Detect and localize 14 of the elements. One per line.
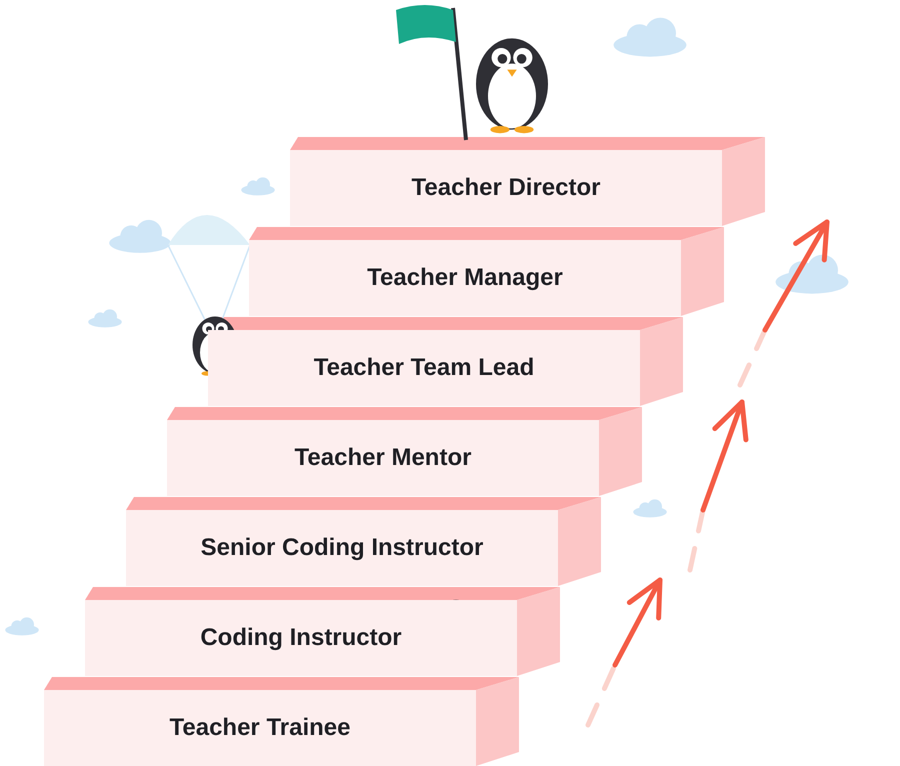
stair-step [290,150,722,226]
stair-step [167,420,599,496]
stair-step [126,510,558,586]
stair-step [85,600,517,676]
step-label: Teacher Manager [367,263,563,293]
step-label: Senior Coding Instructor [200,533,484,563]
step-label: Teacher Director [412,173,600,203]
stair-step [249,240,681,316]
step-label: Teacher Trainee [170,713,350,743]
step-label: Teacher Mentor [294,443,472,473]
stair-step [44,690,476,766]
step-label: Teacher Team Lead [314,353,534,383]
step-label: Coding Instructor [200,623,402,653]
stair-step [208,330,640,406]
